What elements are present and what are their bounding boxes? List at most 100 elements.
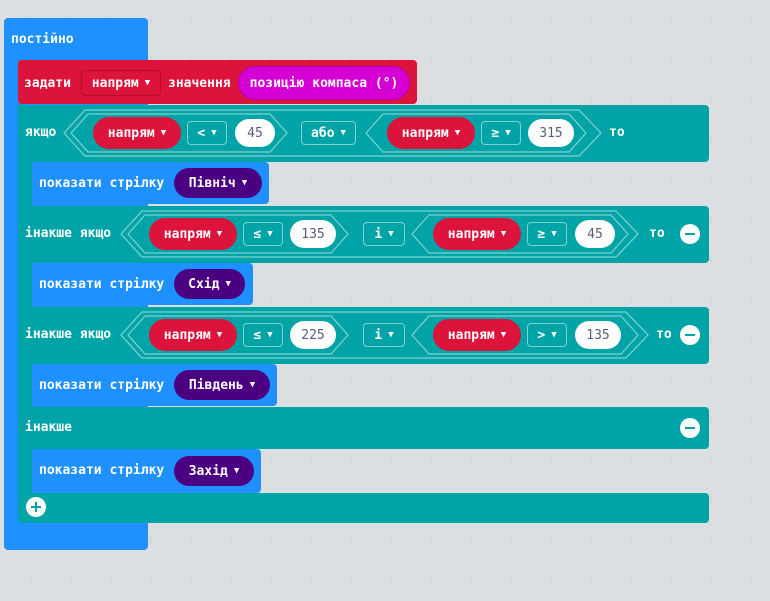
grid-cross: + xyxy=(666,573,677,587)
minus-circle-icon[interactable] xyxy=(680,418,700,438)
grid-cross: + xyxy=(346,293,357,307)
grid-cross: + xyxy=(666,533,677,547)
arrow-direction-dropdown[interactable]: Північ▼ xyxy=(174,168,262,198)
grid-cross: + xyxy=(346,453,357,467)
number-input[interactable]: 315 xyxy=(528,119,574,147)
grid-cross: + xyxy=(346,173,357,187)
variable-block[interactable]: напрям▼ xyxy=(93,117,181,149)
grid-cross: + xyxy=(626,13,637,27)
grid-cross: + xyxy=(106,573,117,587)
grid-cross: + xyxy=(186,533,197,547)
number-input[interactable]: 45 xyxy=(575,220,615,248)
grid-cross: + xyxy=(586,53,597,67)
grid-cross: + xyxy=(466,293,477,307)
chevron-down-icon: ▼ xyxy=(160,128,167,138)
grid-cross: + xyxy=(506,173,517,187)
chevron-down-icon: ▼ xyxy=(267,229,273,239)
forever-label: постійно xyxy=(11,32,74,47)
number-input[interactable]: 135 xyxy=(290,220,336,248)
grid-cross: + xyxy=(586,533,597,547)
show-arrow-label: показати стрілку xyxy=(39,277,165,292)
chevron-down-icon: ▼ xyxy=(211,128,217,138)
grid-cross: + xyxy=(426,93,437,107)
set-variable-dropdown[interactable]: напрям▼ xyxy=(81,70,161,96)
logic-dropdown[interactable]: і▼ xyxy=(363,323,405,347)
minus-circle-icon[interactable] xyxy=(680,224,700,244)
then-label: то xyxy=(609,125,625,140)
show-arrow-label: показати стрілку xyxy=(39,176,165,191)
grid-cross: + xyxy=(586,573,597,587)
arrow-direction-dropdown[interactable]: Захід ▼ xyxy=(174,456,254,486)
logic-operator: або xyxy=(311,125,335,141)
grid-cross: + xyxy=(266,453,277,467)
variable-block[interactable]: напрям▼ xyxy=(149,319,237,351)
grid-cross: + xyxy=(546,293,557,307)
variable-block[interactable]: напрям▼ xyxy=(433,319,521,351)
grid-cross: + xyxy=(746,293,757,307)
operator-symbol: ≤ xyxy=(253,226,262,242)
variable-block[interactable]: напрям▼ xyxy=(433,218,521,250)
grid-cross: + xyxy=(386,173,397,187)
grid-cross: + xyxy=(706,53,717,67)
grid-cross: + xyxy=(146,13,157,27)
operator-dropdown[interactable]: ≥▼ xyxy=(481,121,521,145)
grid-cross: + xyxy=(266,173,277,187)
grid-cross: + xyxy=(306,173,317,187)
grid-cross: + xyxy=(306,293,317,307)
grid-cross: + xyxy=(426,293,437,307)
grid-cross: + xyxy=(386,533,397,547)
operator-dropdown[interactable]: <▼ xyxy=(187,121,227,145)
grid-cross: + xyxy=(466,53,477,67)
operator-symbol: ≥ xyxy=(491,125,500,141)
chevron-down-icon: ▼ xyxy=(505,128,511,138)
chevron-down-icon: ▼ xyxy=(388,229,394,239)
grid-cross: + xyxy=(666,453,677,467)
grid-cross: + xyxy=(706,173,717,187)
grid-cross: + xyxy=(746,533,757,547)
operator-symbol: ≥ xyxy=(537,226,546,242)
grid-cross: + xyxy=(666,293,677,307)
grid-cross: + xyxy=(426,373,437,387)
chevron-down-icon: ▼ xyxy=(241,178,248,188)
grid-cross: + xyxy=(706,213,717,227)
minus-circle-icon[interactable] xyxy=(680,325,700,345)
variable-block[interactable]: напрям▼ xyxy=(149,218,237,250)
grid-cross: + xyxy=(546,53,557,67)
show-arrow-label: показати стрілку xyxy=(39,378,165,393)
operator-dropdown[interactable]: >▼ xyxy=(527,323,567,347)
variable-name: напрям xyxy=(447,226,495,242)
operator-dropdown[interactable]: ≥▼ xyxy=(527,222,567,246)
arrow-direction-dropdown[interactable]: Схід▼ xyxy=(174,269,245,299)
grid-cross: + xyxy=(306,533,317,547)
chevron-down-icon: ▼ xyxy=(340,128,346,138)
operator-dropdown[interactable]: ≤▼ xyxy=(243,222,283,246)
grid-cross: + xyxy=(506,93,517,107)
arrow-direction: Захід xyxy=(188,463,228,479)
grid-cross: + xyxy=(546,173,557,187)
variable-block[interactable]: напрям▼ xyxy=(387,117,475,149)
grid-cross: + xyxy=(706,573,717,587)
grid-cross: + xyxy=(626,293,637,307)
logic-dropdown[interactable]: або ▼ xyxy=(301,121,356,145)
plus-circle-icon[interactable] xyxy=(26,497,46,517)
chevron-down-icon: ▼ xyxy=(500,330,507,340)
value-label: значення xyxy=(168,76,231,91)
grid-cross: + xyxy=(26,573,37,587)
number-input[interactable]: 45 xyxy=(235,119,275,147)
number-input[interactable]: 135 xyxy=(575,321,621,349)
else-bar[interactable] xyxy=(18,407,709,449)
chevron-down-icon: ▼ xyxy=(233,466,240,476)
grid-cross: + xyxy=(506,13,517,27)
operator-dropdown[interactable]: ≤▼ xyxy=(243,323,283,347)
number-input[interactable]: 225 xyxy=(290,321,336,349)
compass-heading-block[interactable]: позицію компаса (°) xyxy=(238,66,410,100)
logic-dropdown[interactable]: і▼ xyxy=(363,222,405,246)
grid-cross: + xyxy=(386,453,397,467)
grid-cross: + xyxy=(746,253,757,267)
arrow-direction: Південь xyxy=(188,377,244,393)
grid-cross: + xyxy=(346,573,357,587)
arrow-direction-dropdown[interactable]: Південь ▼ xyxy=(174,370,270,400)
chevron-down-icon: ▼ xyxy=(249,380,256,390)
grid-cross: + xyxy=(706,453,717,467)
grid-cross: + xyxy=(626,93,637,107)
